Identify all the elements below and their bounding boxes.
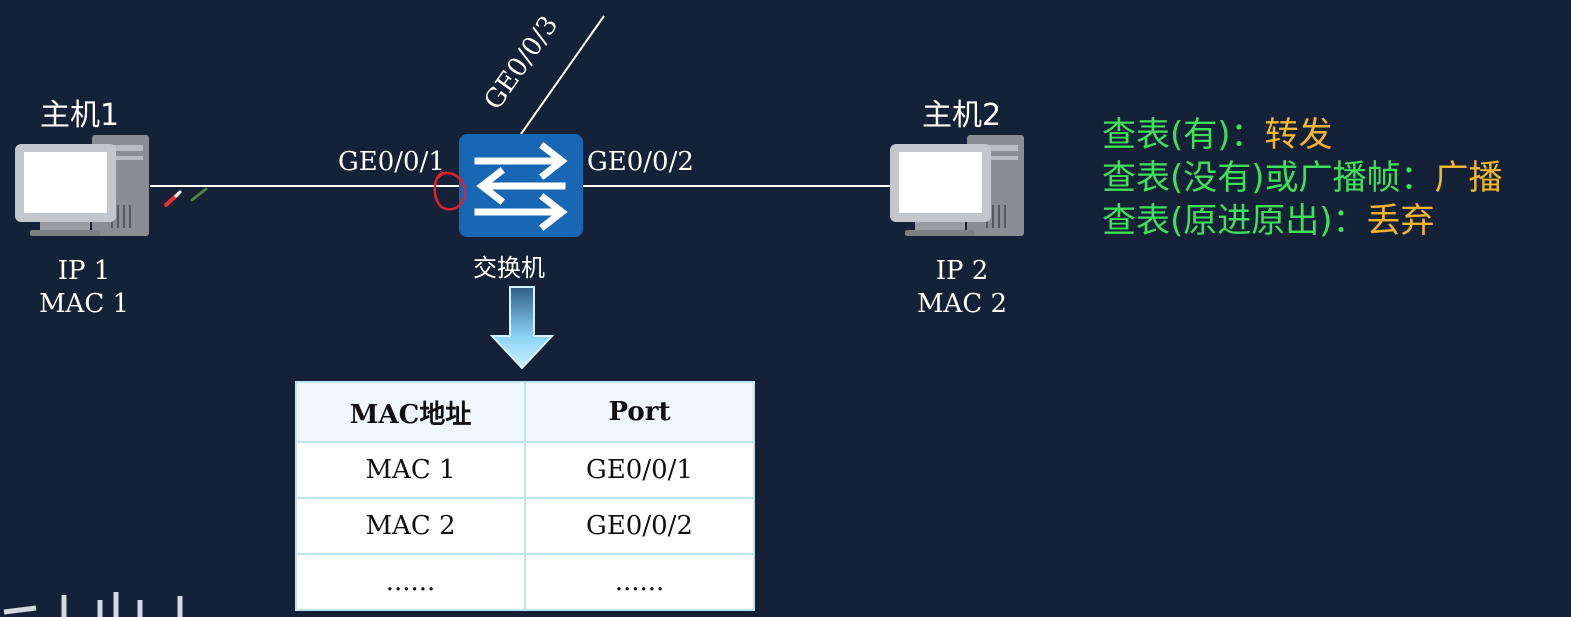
- computer-icon: [15, 135, 149, 236]
- computer-icon: [890, 135, 1024, 236]
- rule-condition: 查表(有)：: [1102, 115, 1265, 155]
- rule-action: 转发: [1264, 115, 1333, 155]
- table-cell-port: GE0/0/2: [524, 497, 755, 555]
- table-cell-port: ......: [524, 553, 755, 611]
- table-header-row: MAC地址 Port: [295, 381, 755, 443]
- rule-forward: 查表(有)：转发: [1102, 114, 1503, 157]
- table-cell-mac: ......: [295, 553, 526, 611]
- watermark-logo: [3, 592, 183, 617]
- rule-condition: 查表(原进原出)：: [1102, 201, 1367, 241]
- host1-mac: MAC 1: [38, 289, 130, 319]
- pen-icon: [164, 187, 208, 207]
- down-arrow-icon: [489, 286, 555, 370]
- switch-icon: [459, 134, 583, 237]
- column-header-mac: MAC地址: [295, 381, 526, 443]
- forwarding-rules: 查表(有)：转发 查表(没有)或广播帧：广播 查表(原进原出)：丢弃: [1102, 114, 1503, 243]
- port-label-ge001: GE0/0/1: [338, 147, 445, 177]
- table-row: ...... ......: [295, 553, 755, 611]
- port-label-ge002: GE0/0/2: [587, 147, 694, 177]
- host2-mac: MAC 2: [916, 289, 1008, 319]
- host2-info: IP 2 MAC 2: [902, 255, 1022, 321]
- table-cell-mac: MAC 1: [295, 441, 526, 499]
- host2-ip: IP 2: [935, 256, 989, 286]
- column-header-port: Port: [524, 381, 755, 443]
- host1-title: 主机1: [40, 98, 120, 133]
- annotation-mark: [433, 171, 467, 211]
- rule-condition: 查表(没有)或广播帧：: [1102, 158, 1435, 198]
- rule-drop: 查表(原进原出)：丢弃: [1102, 200, 1503, 243]
- rule-action: 丢弃: [1366, 201, 1435, 241]
- table-cell-port: GE0/0/1: [524, 441, 755, 499]
- link-switch-ge003: [520, 15, 605, 135]
- rule-action: 广播: [1434, 158, 1503, 198]
- host1-info: IP 1 MAC 1: [24, 255, 144, 321]
- rule-flood: 查表(没有)或广播帧：广播: [1102, 157, 1503, 200]
- table-row: MAC 1 GE0/0/1: [295, 441, 755, 499]
- table-row: MAC 2 GE0/0/2: [295, 497, 755, 555]
- host2-title: 主机2: [922, 98, 1002, 133]
- table-cell-mac: MAC 2: [295, 497, 526, 555]
- host1-ip: IP 1: [57, 256, 111, 286]
- mac-address-table: MAC地址 Port MAC 1 GE0/0/1 MAC 2 GE0/0/2 .…: [295, 381, 755, 611]
- switch-label: 交换机: [473, 254, 545, 282]
